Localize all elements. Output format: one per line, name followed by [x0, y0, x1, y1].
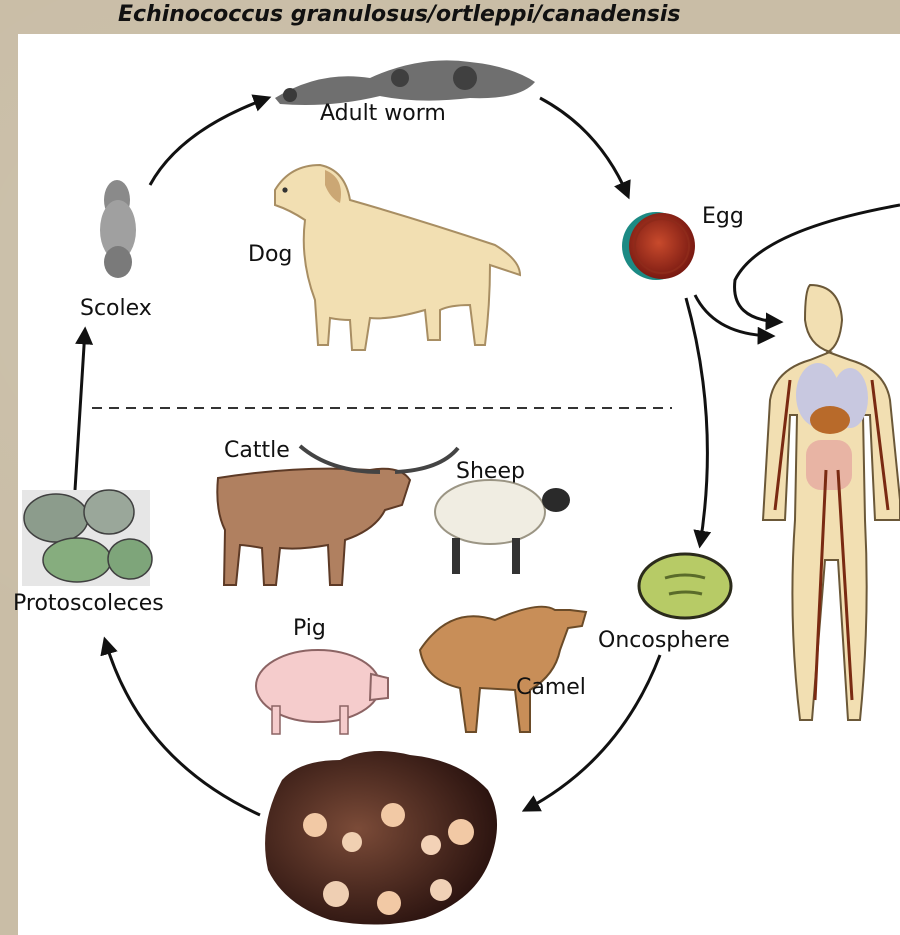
adult-worm-image [275, 60, 535, 105]
label-egg: Egg [702, 204, 744, 229]
cattle-image [217, 446, 458, 585]
label-camel: Camel [516, 675, 586, 700]
label-protoscoleces: Protoscoleces [13, 591, 164, 616]
arrow-protoscoleces-to-scolex [75, 330, 85, 490]
label-adult-worm: Adult worm [320, 101, 446, 126]
label-sheep: Sheep [456, 459, 525, 484]
arrow-egg-to-human [695, 295, 772, 336]
camel-image [420, 607, 586, 732]
pig-image [256, 650, 388, 734]
arrow-egg-to-oncosphere [686, 298, 707, 545]
dog-image [275, 165, 520, 350]
oncosphere-image [639, 554, 731, 618]
arrow-adult-to-egg [540, 98, 628, 196]
label-dog: Dog [248, 242, 292, 267]
human-body-image [763, 285, 900, 720]
sheep-image [435, 480, 570, 574]
scolex-image [100, 180, 136, 278]
label-oncosphere: Oncosphere [598, 628, 730, 653]
arrow-scolex-to-adult [150, 98, 268, 185]
label-cattle: Cattle [224, 438, 290, 463]
hydatid-cyst-image [265, 751, 497, 925]
egg-image [622, 212, 695, 280]
arrow-cyst-to-protoscoleces [105, 640, 260, 815]
protoscoleces-image [22, 490, 152, 586]
label-pig: Pig [293, 616, 326, 641]
label-scolex: Scolex [80, 296, 152, 321]
